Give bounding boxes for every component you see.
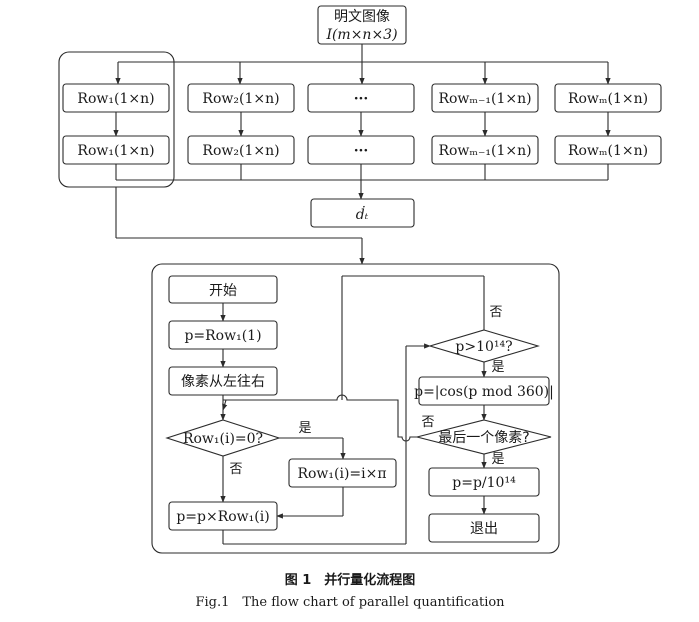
rowm-label-top: Rowₘ(1×n) xyxy=(568,91,648,107)
ellipsis-label-bottom: ··· xyxy=(354,143,369,159)
row-boxes-bottom: Row₁(1×n) Row₂(1×n) ··· Rowₘ₋₁(1×n) Rowₘ… xyxy=(62,135,662,165)
dt-label: ḋₜ xyxy=(356,205,369,223)
rowm-label-bottom: Rowₘ(1×n) xyxy=(568,143,648,159)
row-inner-connectors xyxy=(113,112,611,137)
p-init-label: p=Row₁(1) xyxy=(184,328,261,344)
input-image-node: 明文图像 I(m×n×3) xyxy=(317,5,407,45)
row2-label-bottom: Row₂(1×n) xyxy=(202,143,279,159)
cos-step-node: p=|cos(p mod 360)| xyxy=(414,376,554,406)
caption-english: Fig.1 The flow chart of parallel quantif… xyxy=(195,595,505,610)
divide-node: p=p/10¹⁴ xyxy=(428,467,540,497)
row1-label-top: Row₁(1×n) xyxy=(77,91,154,107)
merge-connectors xyxy=(115,164,609,200)
start-node: 开始 xyxy=(168,275,278,304)
multiply-label: p=p×Row₁(i) xyxy=(176,509,269,525)
detail-connector xyxy=(115,187,365,265)
detail-container xyxy=(151,263,560,554)
decision-big-node: p>10¹⁴? xyxy=(428,329,540,363)
loop-back-connector xyxy=(341,275,485,400)
exit-node: 退出 xyxy=(428,513,540,543)
decision-last-label: 最后一个像素? xyxy=(438,430,529,446)
rowm1-label-top: Rowₘ₋₁(1×n) xyxy=(438,91,531,107)
row2-label-top: Row₂(1×n) xyxy=(202,91,279,107)
yes-label-last: 是 xyxy=(491,452,504,467)
assign-pi-label: Row₁(i)=i×π xyxy=(297,466,386,482)
p-init-node: p=Row₁(1) xyxy=(168,320,278,350)
pixel-scan-node: 像素从左往右 xyxy=(168,366,278,396)
loop-connector-right xyxy=(222,343,431,545)
decision-last-node: 最后一个像素? xyxy=(416,419,552,455)
decision-zero-node: Row₁(i)=0? xyxy=(165,419,281,457)
decision-zero-label: Row₁(i)=0? xyxy=(183,431,263,447)
no-label-big: 否 xyxy=(489,305,502,320)
input-image-formula: I(m×n×3) xyxy=(325,27,397,43)
decision-big-label: p>10¹⁴? xyxy=(455,339,512,355)
dt-node: ḋₜ xyxy=(310,198,415,228)
yes-label-big: 是 xyxy=(491,360,504,375)
next-pixel-connector xyxy=(222,394,417,442)
cos-step-label: p=|cos(p mod 360)| xyxy=(414,384,554,400)
no-label-zero: 否 xyxy=(229,462,242,477)
ellipsis-label-top: ··· xyxy=(354,91,369,107)
exit-label: 退出 xyxy=(470,521,498,537)
pixel-scan-label: 像素从左往右 xyxy=(181,374,265,390)
divide-label: p=p/10¹⁴ xyxy=(452,475,516,491)
assign-pi-node: Row₁(i)=i×π xyxy=(288,458,397,488)
distribution-connectors xyxy=(115,44,611,85)
rowm1-label-bottom: Rowₘ₋₁(1×n) xyxy=(438,143,531,159)
row-boxes-top: Row₁(1×n) Row₂(1×n) ··· Rowₘ₋₁(1×n) Rowₘ… xyxy=(62,83,662,113)
input-image-title: 明文图像 xyxy=(334,9,390,25)
row1-label-bottom: Row₁(1×n) xyxy=(77,143,154,159)
yes-label-zero: 是 xyxy=(298,421,311,436)
caption-chinese: 图 1 并行量化流程图 xyxy=(285,572,416,588)
start-label: 开始 xyxy=(209,283,237,299)
multiply-node: p=p×Row₁(i) xyxy=(168,501,278,531)
no-label-last: 否 xyxy=(421,415,434,430)
